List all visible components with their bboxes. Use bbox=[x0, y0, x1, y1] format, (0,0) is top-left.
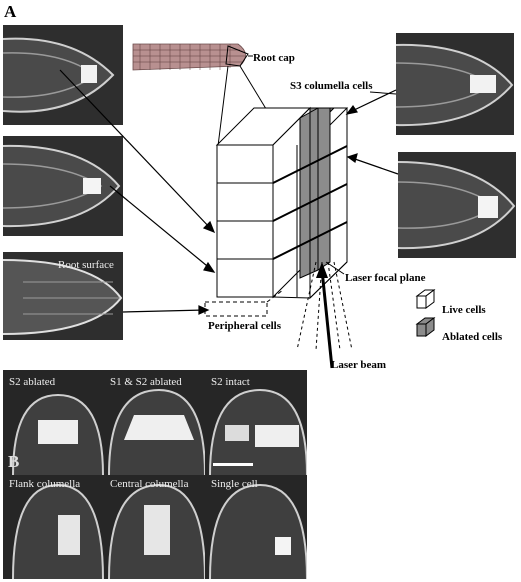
micrograph-central-columella bbox=[104, 475, 205, 579]
laser-beam-label: Laser beam bbox=[331, 359, 387, 371]
label-s1-s2-ablated: S1 & S2 ablated bbox=[110, 376, 182, 388]
root-tip-image bbox=[3, 252, 123, 340]
root-tip-image bbox=[3, 25, 123, 125]
micrograph-top-right bbox=[396, 33, 514, 135]
root-tip-image bbox=[396, 33, 514, 135]
micrograph-flank-columella bbox=[3, 475, 104, 579]
micrograph-s1-s2-ablated bbox=[104, 370, 205, 475]
micrograph-middle-left bbox=[3, 136, 123, 236]
micrograph-single-cell bbox=[205, 475, 307, 579]
label-single-cell: Single cell bbox=[211, 478, 258, 490]
root-tip-image bbox=[398, 152, 516, 258]
laser-focal-plane-label: Laser focal plane bbox=[345, 272, 426, 284]
root-cap-label: Root cap bbox=[253, 52, 295, 64]
root-surface-label: Root surface bbox=[58, 259, 114, 271]
label-s2-intact: S2 intact bbox=[211, 376, 250, 388]
laser-beam-arrow bbox=[320, 269, 334, 369]
micrograph-middle-right bbox=[398, 152, 516, 258]
micrograph-s2-intact bbox=[205, 370, 307, 475]
label-s2-ablated: S2 ablated bbox=[9, 376, 56, 388]
root-cap-sketch bbox=[132, 43, 249, 71]
root-tip-image bbox=[3, 136, 123, 236]
legend-live-label: Live cells bbox=[442, 304, 486, 316]
micrograph-bottom-left bbox=[3, 252, 123, 340]
s3-columella-label: S3 columella cells bbox=[290, 80, 373, 92]
legend-live-cube bbox=[415, 289, 436, 309]
cell-block bbox=[215, 106, 349, 300]
micrograph-top-left bbox=[3, 25, 123, 125]
legend-ablated-cube bbox=[415, 317, 436, 337]
label-central-columella: Central columella bbox=[110, 478, 189, 490]
peripheral-cells-label: Peripheral cells bbox=[208, 320, 282, 332]
scale-bar bbox=[213, 463, 253, 466]
micrograph-s2-ablated bbox=[3, 370, 104, 475]
panel-label-a: A bbox=[4, 2, 17, 21]
legend-ablated-label: Ablated cells bbox=[442, 331, 503, 343]
panel-label-b: B bbox=[8, 452, 20, 471]
label-flank-columella: Flank columella bbox=[9, 478, 81, 490]
